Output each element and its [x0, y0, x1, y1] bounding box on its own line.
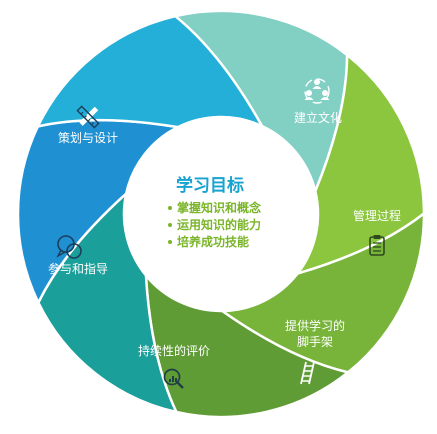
- segment-label: 提供学习的: [285, 318, 345, 333]
- center-title: 学习目标: [176, 175, 244, 196]
- segment-label: 参与和指导: [48, 261, 108, 276]
- segment-7: 策划与设计: [36, 14, 264, 145]
- segment-label: 策划与设计: [58, 131, 118, 145]
- bullet-dot: [168, 223, 172, 227]
- segment-ring: 符合标准建立文化管理过程提供学习的脚手架持续性的评价参与和指导策划与设计: [16, 9, 426, 419]
- chat-bubbles-icon: [56, 235, 82, 259]
- people-group-icon: [304, 78, 330, 104]
- bullet-dot: [168, 206, 172, 210]
- ladder-icon: [300, 361, 315, 385]
- clipboard-icon: [369, 235, 385, 256]
- segment-label: 脚手架: [297, 334, 333, 349]
- center-item: 运用知识的能力: [177, 217, 261, 232]
- center-circle: [124, 117, 318, 311]
- chart-magnifier-icon: [163, 368, 184, 389]
- center-item: 掌握知识和概念: [177, 200, 261, 215]
- center-item: 培养成功技能: [177, 234, 249, 249]
- segment-label: 建立文化: [294, 110, 342, 125]
- pencil-ruler-icon: [76, 105, 100, 129]
- bullet-dot: [168, 240, 172, 244]
- segment-label: 管理过程: [353, 208, 401, 223]
- segment-label: 持续性的评价: [138, 343, 210, 358]
- segment-shape: [36, 14, 264, 129]
